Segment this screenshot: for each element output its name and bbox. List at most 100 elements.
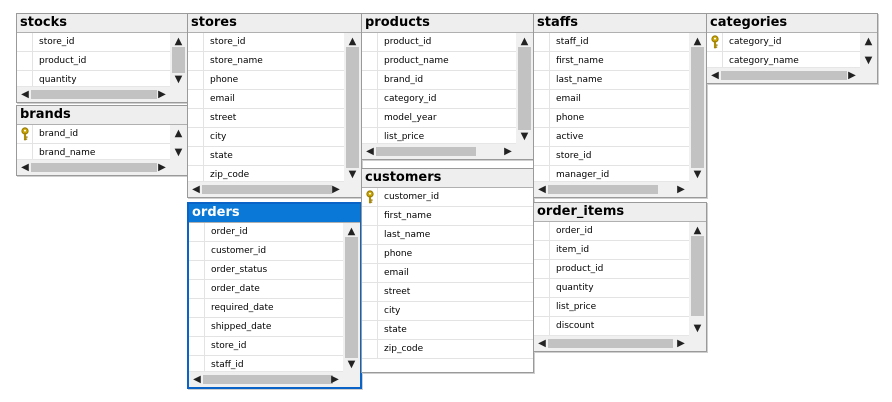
scroll-right-icon[interactable]: ▶: [332, 184, 340, 195]
scroll-up-icon[interactable]: ▲: [348, 36, 357, 47]
column-row[interactable]: first_name: [534, 52, 689, 71]
scroll-left-icon[interactable]: ◀: [21, 89, 29, 100]
scroll-down-icon[interactable]: ▼: [174, 74, 183, 85]
scroll-thumb[interactable]: [548, 339, 673, 348]
horizontal-scrollbar[interactable]: ◀▶: [534, 181, 689, 197]
scroll-left-icon[interactable]: ◀: [21, 162, 29, 173]
column-row[interactable]: city: [188, 128, 344, 147]
column-row[interactable]: email: [534, 90, 689, 109]
scroll-down-icon[interactable]: ▼: [693, 169, 702, 180]
column-row[interactable]: customer_id: [362, 188, 533, 207]
table-title[interactable]: stores: [188, 14, 361, 33]
scroll-thumb[interactable]: [203, 375, 333, 384]
column-row[interactable]: zip_code: [188, 166, 344, 184]
column-row[interactable]: product_name: [362, 52, 516, 71]
horizontal-scrollbar[interactable]: ◀▶: [534, 335, 689, 351]
table-title[interactable]: customers: [362, 169, 533, 188]
column-row[interactable]: category_id: [707, 33, 860, 52]
column-row[interactable]: discount: [534, 317, 689, 336]
scroll-thumb[interactable]: [376, 147, 476, 156]
column-row[interactable]: brand_name: [17, 144, 170, 162]
scroll-thumb[interactable]: [346, 47, 359, 168]
scroll-thumb[interactable]: [721, 71, 847, 80]
column-row[interactable]: order_status: [189, 261, 343, 280]
scroll-right-icon[interactable]: ▶: [158, 162, 166, 173]
scroll-right-icon[interactable]: ▶: [331, 374, 339, 385]
column-row[interactable]: order_id: [534, 222, 689, 241]
scroll-thumb[interactable]: [31, 90, 157, 99]
column-row[interactable]: item_id: [534, 241, 689, 260]
scroll-thumb[interactable]: [518, 47, 531, 130]
scroll-left-icon[interactable]: ◀: [538, 184, 546, 195]
scroll-left-icon[interactable]: ◀: [366, 146, 374, 157]
column-row[interactable]: staff_id: [189, 356, 343, 374]
vertical-scrollbar[interactable]: ▲▼: [516, 33, 533, 146]
scroll-right-icon[interactable]: ▶: [677, 184, 685, 195]
vertical-scrollbar[interactable]: ▲▼: [860, 33, 877, 70]
column-row[interactable]: zip_code: [362, 340, 533, 359]
scroll-left-icon[interactable]: ◀: [193, 374, 201, 385]
column-row[interactable]: phone: [362, 245, 533, 264]
column-row[interactable]: staff_id: [534, 33, 689, 52]
scroll-down-icon[interactable]: ▼: [174, 147, 183, 158]
scroll-right-icon[interactable]: ▶: [677, 338, 685, 349]
column-row[interactable]: last_name: [362, 226, 533, 245]
table-title[interactable]: stocks: [17, 14, 187, 33]
column-row[interactable]: product_id: [17, 52, 170, 71]
scroll-thumb[interactable]: [202, 185, 332, 194]
scroll-down-icon[interactable]: ▼: [864, 55, 873, 66]
scroll-thumb[interactable]: [345, 237, 358, 358]
scroll-left-icon[interactable]: ◀: [711, 70, 719, 81]
scroll-right-icon[interactable]: ▶: [504, 146, 512, 157]
column-row[interactable]: phone: [534, 109, 689, 128]
column-row[interactable]: quantity: [17, 71, 170, 89]
horizontal-scrollbar[interactable]: ◀▶: [17, 86, 170, 102]
vertical-scrollbar[interactable]: ▲▼: [689, 33, 706, 184]
scroll-thumb[interactable]: [548, 185, 658, 194]
column-row[interactable]: store_id: [534, 147, 689, 166]
column-row[interactable]: category_id: [362, 90, 516, 109]
column-row[interactable]: street: [362, 283, 533, 302]
scroll-left-icon[interactable]: ◀: [538, 338, 546, 349]
column-row[interactable]: state: [188, 147, 344, 166]
scroll-thumb[interactable]: [172, 47, 185, 73]
table-title[interactable]: products: [362, 14, 533, 33]
table-title[interactable]: staffs: [534, 14, 706, 33]
scroll-down-icon[interactable]: ▼: [347, 359, 356, 370]
column-row[interactable]: store_id: [189, 337, 343, 356]
column-row[interactable]: store_id: [188, 33, 344, 52]
column-row[interactable]: city: [362, 302, 533, 321]
scroll-up-icon[interactable]: ▲: [864, 36, 873, 47]
column-row[interactable]: active: [534, 128, 689, 147]
table-title[interactable]: brands: [17, 106, 187, 125]
scroll-down-icon[interactable]: ▼: [520, 131, 529, 142]
scroll-thumb[interactable]: [691, 47, 704, 168]
column-row[interactable]: product_id: [534, 260, 689, 279]
scroll-thumb[interactable]: [691, 236, 704, 316]
column-row[interactable]: phone: [188, 71, 344, 90]
horizontal-scrollbar[interactable]: ◀▶: [17, 159, 170, 175]
column-row[interactable]: order_date: [189, 280, 343, 299]
scroll-up-icon[interactable]: ▲: [347, 226, 356, 237]
vertical-scrollbar[interactable]: ▲▼: [344, 33, 361, 184]
column-row[interactable]: order_id: [189, 223, 343, 242]
table-title[interactable]: categories: [707, 14, 877, 33]
column-row[interactable]: required_date: [189, 299, 343, 318]
horizontal-scrollbar[interactable]: ◀▶: [362, 143, 516, 159]
scroll-left-icon[interactable]: ◀: [192, 184, 200, 195]
scroll-right-icon[interactable]: ▶: [158, 89, 166, 100]
column-row[interactable]: quantity: [534, 279, 689, 298]
scroll-up-icon[interactable]: ▲: [174, 128, 183, 139]
column-row[interactable]: manager_id: [534, 166, 689, 184]
table-title[interactable]: orders: [189, 204, 360, 223]
column-row[interactable]: shipped_date: [189, 318, 343, 337]
